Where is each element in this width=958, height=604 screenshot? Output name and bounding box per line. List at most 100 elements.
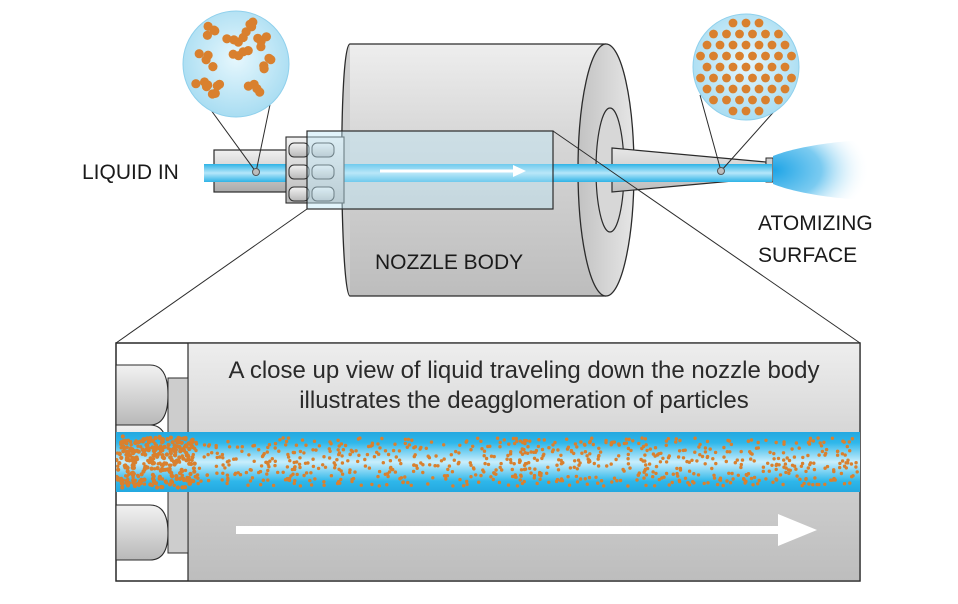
particle: [718, 478, 723, 482]
particle: [722, 95, 731, 105]
particle: [167, 466, 172, 471]
particle: [844, 461, 848, 465]
particle: [410, 438, 414, 442]
particle: [583, 477, 587, 481]
particle: [767, 62, 777, 72]
particle: [629, 448, 633, 453]
particle: [547, 480, 551, 484]
particle: [520, 452, 525, 456]
particle: [617, 442, 621, 446]
particle: [180, 485, 185, 490]
particle: [849, 462, 854, 466]
particle: [728, 450, 732, 454]
agglomerated-particles-circle: [182, 10, 290, 118]
particle: [519, 468, 524, 472]
particle: [811, 439, 816, 443]
particle: [848, 481, 852, 485]
particle: [336, 480, 341, 484]
particle: [116, 464, 120, 468]
particle: [273, 441, 278, 446]
particle: [498, 465, 502, 470]
particle: [482, 454, 486, 458]
particle: [555, 477, 560, 482]
particle: [184, 444, 189, 449]
particle: [494, 468, 498, 472]
particle: [588, 459, 592, 464]
particle: [757, 478, 761, 483]
particle: [567, 483, 572, 487]
particle: [434, 454, 438, 458]
particle: [580, 451, 584, 455]
particle: [729, 442, 734, 447]
particle: [387, 470, 392, 474]
particle: [710, 466, 714, 471]
particle: [500, 468, 504, 472]
particle: [202, 30, 212, 40]
particle: [376, 474, 380, 479]
particle: [774, 467, 778, 472]
particle: [311, 457, 315, 461]
particle: [450, 470, 455, 474]
particle: [225, 460, 230, 464]
particle: [277, 449, 281, 453]
particle: [483, 461, 487, 466]
particle: [357, 453, 361, 457]
particle: [328, 440, 332, 444]
particle: [469, 475, 473, 479]
particle: [359, 483, 363, 487]
particle: [645, 448, 649, 453]
particle: [286, 478, 290, 482]
particle: [542, 438, 546, 442]
particle: [820, 449, 825, 454]
particle: [513, 441, 517, 446]
particle: [508, 452, 513, 456]
particle: [454, 449, 458, 454]
particle: [614, 457, 618, 462]
particle: [643, 467, 648, 471]
particle: [188, 471, 193, 477]
particle: [835, 449, 840, 454]
particle: [674, 440, 678, 444]
particle: [526, 451, 530, 455]
surface-label: SURFACE: [758, 244, 858, 267]
particle: [148, 482, 153, 487]
particle: [260, 454, 265, 459]
particle: [226, 439, 230, 444]
particle: [468, 461, 472, 465]
particle: [339, 469, 343, 473]
particle: [583, 450, 588, 454]
particle: [185, 478, 190, 483]
particle: [350, 479, 354, 484]
particle: [406, 480, 410, 485]
particle: [234, 457, 238, 461]
particle: [121, 444, 126, 449]
particle: [214, 445, 218, 450]
particle: [136, 444, 140, 448]
particle: [348, 470, 352, 475]
particle: [578, 477, 583, 481]
particle: [276, 470, 280, 475]
particle: [812, 467, 817, 472]
particle: [495, 436, 500, 440]
particle: [403, 437, 408, 441]
particle: [754, 84, 764, 94]
particle: [624, 437, 629, 441]
particle: [259, 483, 263, 487]
particle: [559, 453, 563, 457]
particle: [537, 438, 541, 442]
particle: [532, 473, 537, 478]
particle: [582, 442, 587, 446]
particle: [728, 62, 738, 72]
particle: [776, 456, 781, 461]
particle: [845, 444, 849, 449]
particle: [513, 473, 517, 477]
particle: [675, 471, 679, 476]
particle: [479, 439, 483, 443]
flow-arrow-small: [380, 165, 526, 177]
particle: [284, 443, 288, 447]
particle: [259, 61, 269, 71]
particle: [311, 448, 315, 452]
particle: [715, 40, 725, 50]
nozzle-body-label: NOZZLE BODY: [375, 251, 524, 274]
